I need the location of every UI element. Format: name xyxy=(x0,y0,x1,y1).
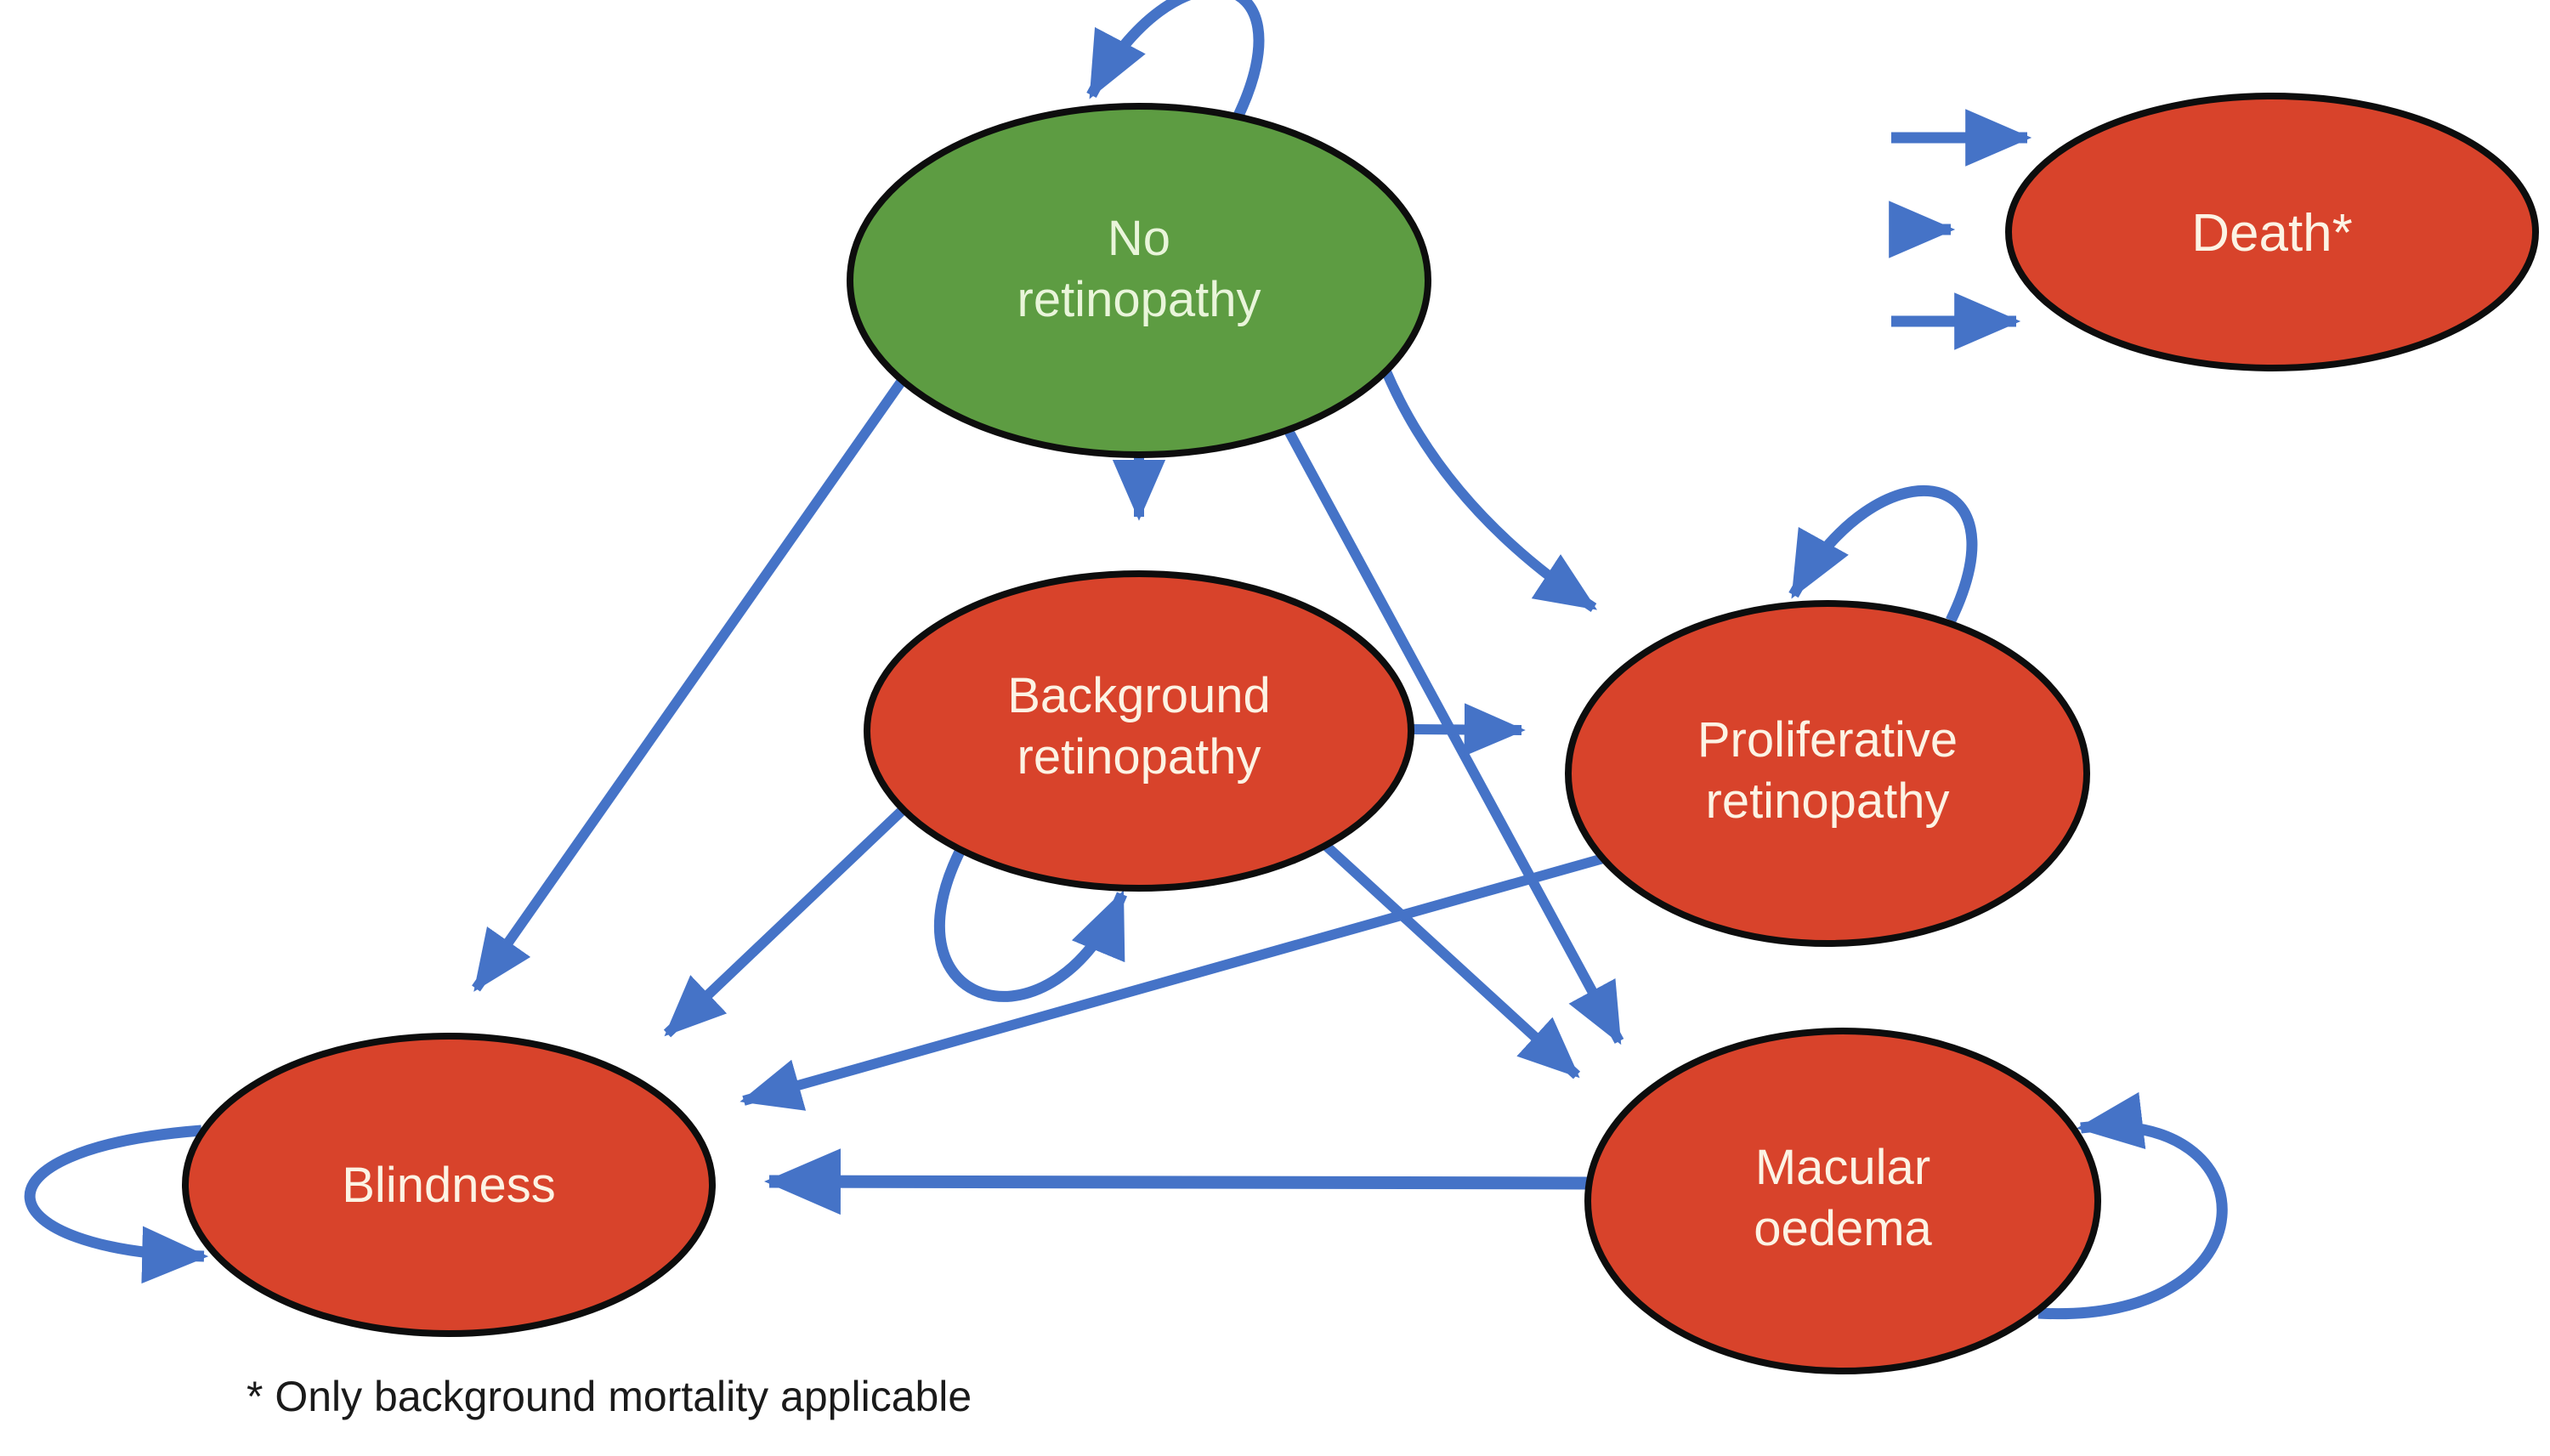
arrow-background-retinopathy-to-blindness xyxy=(663,805,908,1038)
arrow-self-background-retinopathy xyxy=(933,847,1128,1002)
node-proliferative-retinopathy: Proliferative retinopathy xyxy=(1565,600,2090,947)
arrow-self-proliferative-retinopathy xyxy=(1788,485,1978,623)
arrow-self-no-retinopathy xyxy=(1086,0,1265,122)
node-death-ellipse xyxy=(2005,93,2539,371)
node-macular-oedema-label-line2: oedema xyxy=(1754,1201,1932,1256)
node-proliferative-retinopathy-label-line1: Proliferative xyxy=(1697,712,1958,768)
arrow-no-retinopathy-to-macular-oedema xyxy=(1283,427,1624,1045)
arrow-proliferative-retinopathy-to-blindness xyxy=(740,853,1605,1111)
node-blindness-ellipse xyxy=(182,1033,716,1337)
node-background-retinopathy-label-line1: Background xyxy=(1007,668,1271,723)
node-macular-oedema-ellipse xyxy=(1584,1028,2101,1374)
node-background-retinopathy-label-line2: retinopathy xyxy=(1017,729,1261,785)
node-blindness-label: Blindness xyxy=(342,1158,555,1213)
node-no-retinopathy-label-line2: retinopathy xyxy=(1017,272,1261,327)
node-background-retinopathy: Background retinopathy xyxy=(864,570,1414,892)
node-blindness: Blindness xyxy=(182,1033,716,1337)
node-proliferative-retinopathy-ellipse xyxy=(1565,600,2090,947)
arrow-background-retinopathy-to-macular-oedema xyxy=(1322,841,1581,1079)
node-no-retinopathy-label-line1: No xyxy=(1108,211,1170,266)
footnote: * Only background mortality applicable xyxy=(246,1373,972,1420)
arrow-no-retinopathy-to-blindness xyxy=(472,377,906,992)
arrow-no-retinopathy-to-proliferative-retinopathy xyxy=(1380,367,1598,613)
node-proliferative-retinopathy-label-line2: retinopathy xyxy=(1706,773,1950,829)
arrow-macular-oedema-to-blindness xyxy=(764,1148,1590,1215)
node-no-retinopathy: No retinopathy xyxy=(847,103,1431,458)
node-no-retinopathy-ellipse xyxy=(847,103,1431,458)
arrow-background-retinopathy-to-proliferative-retinopathy xyxy=(1412,703,1526,756)
arrow-self-macular-oedema xyxy=(2037,1091,2228,1320)
node-death-label: Death* xyxy=(2191,204,2353,263)
node-background-retinopathy-ellipse xyxy=(864,570,1414,892)
node-macular-oedema-label-line1: Macular xyxy=(1755,1140,1930,1195)
node-macular-oedema: Macular oedema xyxy=(1584,1028,2101,1374)
arrow-self-blindness xyxy=(24,1125,209,1284)
node-death: Death* xyxy=(2005,93,2539,371)
